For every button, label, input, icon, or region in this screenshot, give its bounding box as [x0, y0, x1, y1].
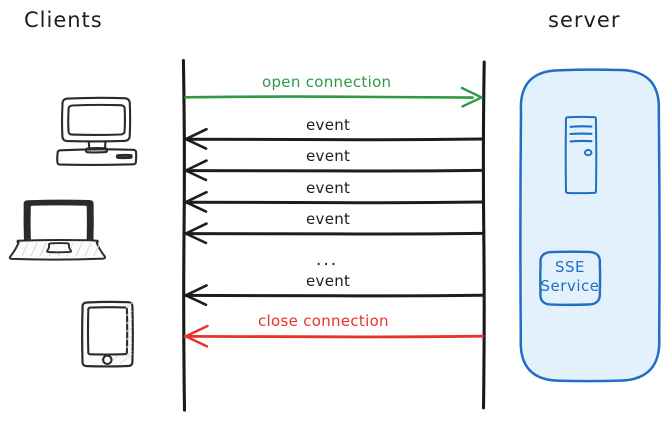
- arrow-event-3: [183, 190, 484, 213]
- sse-service-label-line2: Service: [540, 277, 600, 295]
- tablet-icon: [81, 300, 134, 368]
- message-label-event-4: event: [306, 210, 351, 228]
- arrow-close-connection: [183, 324, 484, 348]
- message-label-open-connection: open connection: [262, 73, 392, 91]
- sse-service-label-line1: SSE: [554, 258, 586, 276]
- arrow-open-connection: [184, 86, 483, 108]
- desktop-computer-icon: [56, 96, 138, 166]
- sse-service-box: [539, 250, 602, 307]
- message-label-event-3: event: [306, 179, 351, 197]
- arrow-event-1: [183, 127, 484, 150]
- message-label-event-1: event: [306, 116, 351, 134]
- message-label-ellipsis: ...: [316, 250, 339, 270]
- server-column-title: server: [548, 8, 621, 32]
- server-tower-icon: [564, 115, 598, 195]
- laptop-icon: [8, 199, 107, 261]
- clients-column-title: Clients: [24, 8, 103, 32]
- arrow-event-4: [183, 222, 484, 245]
- lifeline-server: [481, 60, 486, 410]
- message-label-event-5: event: [306, 272, 351, 290]
- message-label-event-2: event: [306, 147, 351, 165]
- arrow-event-2: [183, 159, 484, 182]
- message-label-close-connection: close connection: [258, 312, 389, 330]
- lifeline-client: [181, 58, 187, 412]
- arrow-event-5: [183, 284, 484, 307]
